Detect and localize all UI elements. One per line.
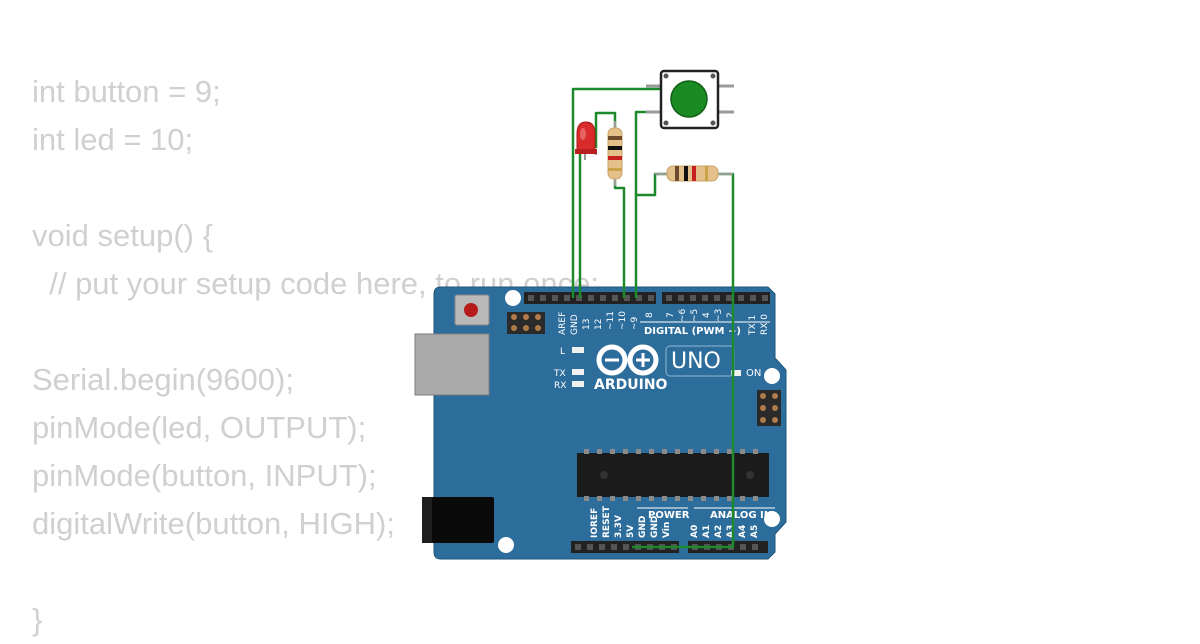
pin-label: 8 (645, 312, 655, 318)
reset-button[interactable] (454, 294, 490, 326)
power-jack (422, 497, 494, 543)
mounting-hole (505, 290, 521, 306)
pin-label: IOREF (590, 508, 600, 538)
pin-label: GND (650, 516, 660, 538)
code-line: Serial.begin(9600); (32, 362, 294, 397)
icsp-header (757, 390, 781, 426)
mounting-hole (764, 368, 780, 384)
arduino-uno-board[interactable]: AREF GND 13 12 ~11 ~10 ~9 8 7 ~6 ~5 4 ~3… (414, 286, 787, 560)
pin-label: A0 (690, 525, 700, 538)
wire-resistor-led[interactable] (594, 111, 617, 148)
pin-label: GND (638, 516, 648, 538)
circuit-diagram: AREF GND 13 12 ~11 ~10 ~9 8 7 ~6 ~5 4 ~3… (414, 69, 787, 560)
resistor-button[interactable] (655, 165, 733, 182)
code-line: pinMode(led, OUTPUT); (32, 410, 367, 445)
code-editor: int button = 9; int led = 10; void setup()… (32, 68, 599, 644)
code-line: pinMode(button, INPUT); (32, 458, 377, 493)
led-l: L (560, 347, 584, 357)
pin-label: 3.3V (614, 515, 624, 538)
model-label: UNO (671, 349, 721, 374)
button-cap[interactable] (670, 80, 708, 118)
pin-label: A1 (702, 525, 712, 538)
pin-label: A3 (726, 525, 736, 538)
pin-label: ~3 (714, 309, 724, 322)
svg-text:L: L (560, 347, 565, 357)
pin-label: A5 (750, 525, 760, 538)
code-line: int led = 10; (32, 122, 194, 157)
svg-text:ON: ON (746, 368, 761, 379)
pin-label: AREF (558, 312, 568, 335)
pin-label: 12 (594, 319, 604, 330)
pin-label: RESET (602, 505, 612, 538)
pin-label: A2 (714, 525, 724, 538)
resistor-led[interactable] (607, 121, 623, 186)
pin-label: ~11 (606, 311, 616, 330)
pin-label: 5V (626, 525, 636, 538)
pin-label: Vin (662, 522, 672, 538)
arduino-logo: ARDUINO (594, 344, 668, 393)
svg-text:TX: TX (553, 369, 566, 379)
push-button[interactable] (646, 69, 734, 130)
led-rx: RX (554, 381, 584, 391)
pin-label: GND (570, 314, 580, 335)
mounting-hole (764, 511, 780, 527)
code-line: } (32, 602, 43, 637)
pin-label: 4 (702, 312, 712, 318)
microcontroller-chip (577, 449, 769, 501)
wire-button[interactable] (634, 110, 662, 195)
pin-label: 7 (666, 312, 676, 318)
icsp-header (507, 312, 545, 334)
pin-label: TX 1 (748, 315, 758, 336)
pin-label: RX 0 (760, 314, 770, 335)
led-tx: TX (553, 369, 584, 379)
pin-label: ~5 (690, 309, 700, 322)
code-line: // put your setup code here, to run once… (32, 266, 599, 301)
pin-label: A4 (738, 525, 748, 538)
wire-gnd[interactable] (571, 87, 662, 298)
wire-pin-10[interactable] (613, 180, 626, 298)
code-line: digitalWrite(button, HIGH); (32, 506, 395, 541)
red-led[interactable] (575, 121, 597, 160)
pin-label: ~10 (618, 311, 628, 330)
wire-pin-9[interactable] (634, 172, 668, 298)
pin-label: ~6 (678, 308, 688, 322)
mounting-hole (498, 537, 514, 553)
digital-label: DIGITAL (PWM ~) (644, 326, 741, 337)
led-on: ON (731, 368, 761, 379)
pin-label: 13 (582, 319, 592, 330)
analog-label: ANALOG IN (710, 510, 772, 521)
power-label: POWER (648, 510, 690, 521)
pin-label: 2 (726, 312, 736, 318)
pin-label: ~9 (630, 316, 640, 330)
svg-text:RX: RX (554, 381, 566, 391)
usb-connector (414, 333, 490, 396)
code-line: void setup() { (32, 218, 213, 253)
code-line: int button = 9; (32, 74, 221, 109)
brand-label: ARDUINO (594, 377, 668, 393)
